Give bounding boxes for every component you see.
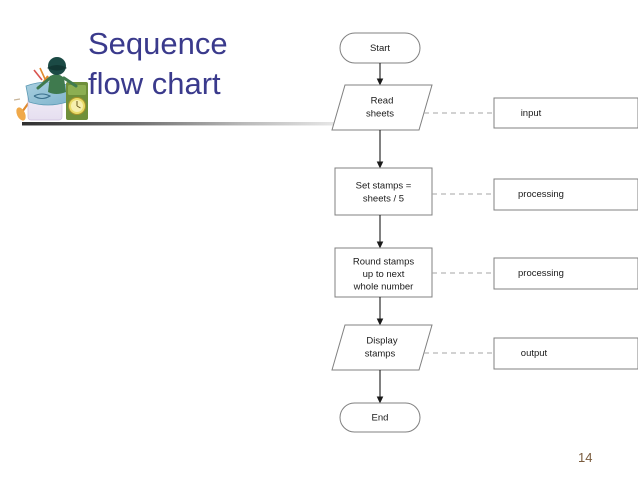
annotation-box-processing-1[interactable]: processing bbox=[493, 178, 638, 211]
title-divider-highlight bbox=[22, 125, 338, 126]
flow-node-start[interactable]: Start bbox=[339, 32, 421, 64]
flow-node-set-stamps-line2: sheets / 5 bbox=[363, 194, 404, 205]
flow-node-read-sheets[interactable]: Read sheets bbox=[331, 84, 433, 131]
flow-node-round-stamps-line2: up to next bbox=[363, 269, 405, 280]
annotation-box-processing-1-label: processing bbox=[518, 189, 564, 200]
flow-node-start-label: Start bbox=[370, 43, 390, 54]
flow-node-end[interactable]: End bbox=[339, 402, 421, 433]
title-divider bbox=[22, 122, 338, 125]
annotation-box-processing-2[interactable]: processing bbox=[493, 257, 638, 290]
annotation-box-processing-2-label: processing bbox=[518, 268, 564, 279]
annotation-box-input[interactable]: input bbox=[493, 97, 638, 129]
annotation-box-output-label: output bbox=[521, 348, 548, 359]
person-in-boat-clipart bbox=[13, 46, 102, 126]
flow-node-display-stamps-line1: Display bbox=[366, 336, 397, 347]
annotation-box-output[interactable]: output bbox=[493, 337, 638, 370]
annotation-box-input-label: input bbox=[521, 108, 542, 119]
flow-node-read-sheets-line2: sheets bbox=[366, 109, 394, 120]
flow-node-round-stamps-line1: Round stamps bbox=[353, 257, 415, 268]
page-title: Sequence flow chart bbox=[88, 26, 228, 101]
flow-node-round-stamps-line3: whole number bbox=[353, 282, 414, 293]
page-number: 14 bbox=[578, 450, 593, 465]
flow-node-display-stamps[interactable]: Display stamps bbox=[331, 324, 433, 371]
flow-node-end-label: End bbox=[372, 413, 389, 424]
flow-node-round-stamps[interactable]: Round stamps up to next whole number bbox=[334, 247, 433, 298]
flow-node-display-stamps-line2: stamps bbox=[365, 349, 396, 360]
flow-node-set-stamps-line1: Set stamps = bbox=[356, 181, 412, 192]
flow-node-set-stamps[interactable]: Set stamps = sheets / 5 bbox=[334, 167, 433, 216]
flow-node-read-sheets-line1: Read bbox=[371, 96, 394, 107]
